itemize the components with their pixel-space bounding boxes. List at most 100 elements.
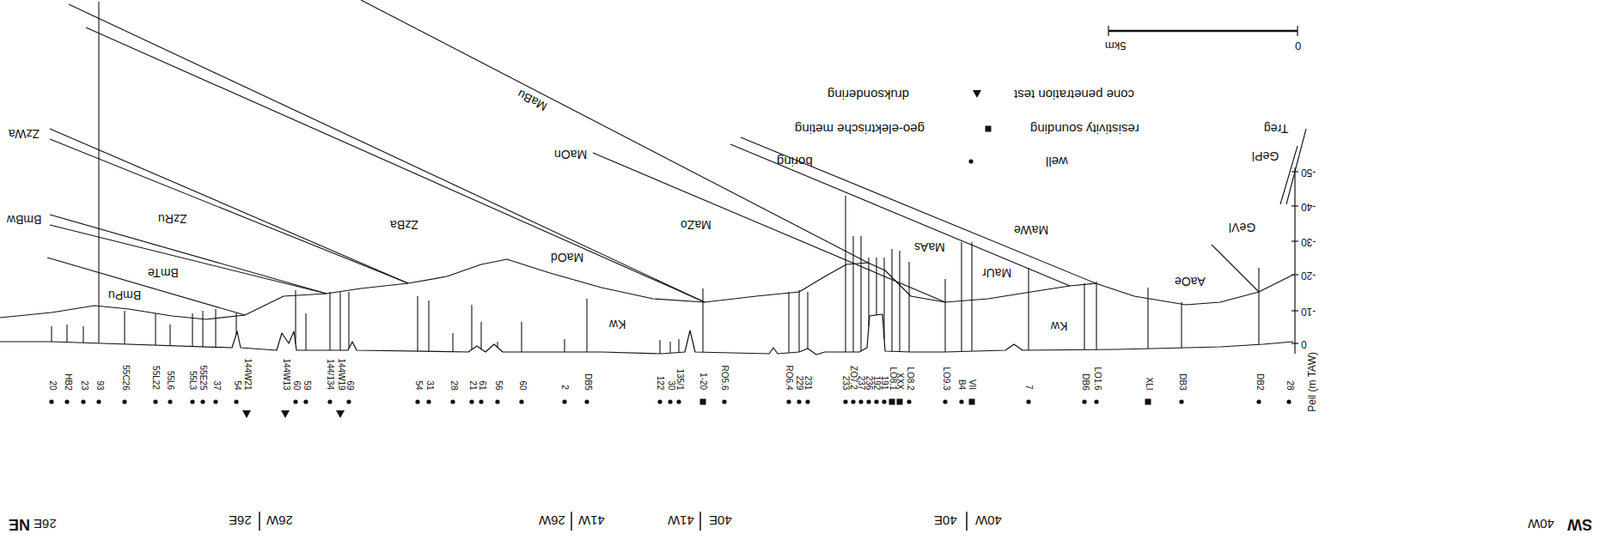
well-line xyxy=(669,341,671,354)
well-line xyxy=(294,290,296,345)
well-line xyxy=(867,257,869,327)
sheet-separator xyxy=(258,512,261,532)
formation-boundary xyxy=(49,128,409,284)
formation-label: AaOe xyxy=(1173,274,1207,289)
scale-tick xyxy=(1107,25,1109,37)
borehole-symbol xyxy=(866,399,871,404)
legend-text: cone penetration test xyxy=(1013,87,1135,103)
formation-boundary xyxy=(1211,244,1259,293)
axis-tick-label: 0 xyxy=(1300,337,1307,350)
sheet-separator xyxy=(570,512,573,532)
formation-label: BmPu xyxy=(107,288,142,303)
axis-tick-label: -40 xyxy=(1300,200,1316,213)
axis-tick-label: -30 xyxy=(1300,235,1316,248)
borehole-symbol xyxy=(1081,399,1087,404)
formation-label: MaAs xyxy=(913,240,947,255)
axis-tick-label: -50 xyxy=(1300,165,1316,178)
map-sheet-label: 40W xyxy=(975,513,1002,529)
well-name: 55L3 xyxy=(188,371,197,391)
borehole-symbol xyxy=(96,399,101,404)
borehole-symbol xyxy=(561,399,567,404)
formation-boundary xyxy=(740,137,1096,284)
well-name: VII xyxy=(967,379,977,391)
well-name: 54 xyxy=(232,380,241,391)
well-name: 20 xyxy=(47,380,56,391)
well-name: 23 xyxy=(79,380,88,391)
formation-boundary xyxy=(68,4,705,303)
well-line xyxy=(586,299,587,353)
borehole-symbol xyxy=(450,399,455,404)
borehole-symbol xyxy=(233,399,239,404)
formation-label: ZzWa xyxy=(7,127,41,141)
well-name: DB5 xyxy=(582,373,592,391)
borehole-symbol xyxy=(64,399,69,404)
borehole-symbol xyxy=(426,399,431,404)
well-name: 231 xyxy=(803,375,813,391)
axis-tick-label: -20 xyxy=(1300,268,1316,281)
well-line xyxy=(1147,287,1149,349)
well-line xyxy=(677,339,679,354)
map-sheet-label: 40E xyxy=(708,513,733,529)
well-name: XLI xyxy=(1143,377,1153,391)
direction-label: SW xyxy=(1567,515,1593,534)
well-name: LO9.3 xyxy=(940,366,950,391)
map-sheet-label: 26W xyxy=(538,513,566,529)
well-line xyxy=(451,333,453,353)
map-sheet-label: 41W xyxy=(578,513,605,529)
well-line xyxy=(496,341,498,349)
borehole-symbol xyxy=(972,90,982,98)
well-line xyxy=(470,305,472,350)
formation-label: ZzBa xyxy=(389,218,420,233)
borehole-symbol xyxy=(584,399,589,404)
legend-dutch-text: geo-elektrische meting xyxy=(794,122,925,137)
well-name: 61 xyxy=(476,380,486,391)
well-name: 59 xyxy=(301,380,311,391)
direction-label: NE xyxy=(8,515,31,534)
well-name: 192 xyxy=(872,375,881,391)
borehole-symbol xyxy=(327,399,332,404)
well-line xyxy=(520,322,522,353)
well-line xyxy=(201,311,203,348)
borehole-symbol xyxy=(1178,399,1184,404)
formation-label: MaOd xyxy=(549,250,585,265)
well-name: 236 xyxy=(864,375,874,391)
borehole-symbol xyxy=(200,399,205,404)
well-name: 69 xyxy=(344,380,354,391)
borehole-symbol xyxy=(942,399,947,404)
map-sheet-label: 26W xyxy=(266,513,294,529)
sheet-separator xyxy=(965,512,968,532)
well-line xyxy=(329,292,330,351)
well-name: 60 xyxy=(517,380,526,391)
formation-label: GeVl xyxy=(1227,220,1257,235)
formation-label: BmBw xyxy=(6,213,43,227)
ground-surface xyxy=(0,314,1294,355)
legend-text: resistivity sounding xyxy=(1030,122,1140,137)
well-line xyxy=(480,322,482,350)
well-name: RO5.6 xyxy=(720,365,729,391)
formation-label: Kw xyxy=(1050,319,1069,334)
axis-tick xyxy=(1291,310,1299,312)
well-line xyxy=(191,313,193,347)
well-name: LO8.1 xyxy=(887,366,897,391)
borehole-symbol xyxy=(667,399,672,404)
legend-dutch-text: boring xyxy=(776,154,813,170)
borehole-symbol xyxy=(985,126,992,133)
borehole-symbol xyxy=(335,410,345,419)
axis-tick-label: -10 xyxy=(1300,305,1316,318)
borehole-symbol xyxy=(469,399,474,404)
scale-tick xyxy=(1296,25,1298,37)
borehole-symbol xyxy=(280,410,290,419)
well-name: 1-20 xyxy=(698,372,708,391)
borehole-symbol xyxy=(303,399,308,404)
well-name: DB2 xyxy=(1254,373,1264,391)
well-name: 191 xyxy=(879,375,889,391)
borehole-symbol xyxy=(721,399,727,404)
well-name: 237 xyxy=(856,375,866,391)
well-name: RO6.4 xyxy=(784,365,794,391)
depth-axis xyxy=(1294,167,1295,355)
borehole-symbol xyxy=(873,399,879,404)
well-name: 229 xyxy=(794,375,804,391)
borehole-symbol xyxy=(1286,399,1291,404)
well-name: 2 xyxy=(560,384,569,391)
